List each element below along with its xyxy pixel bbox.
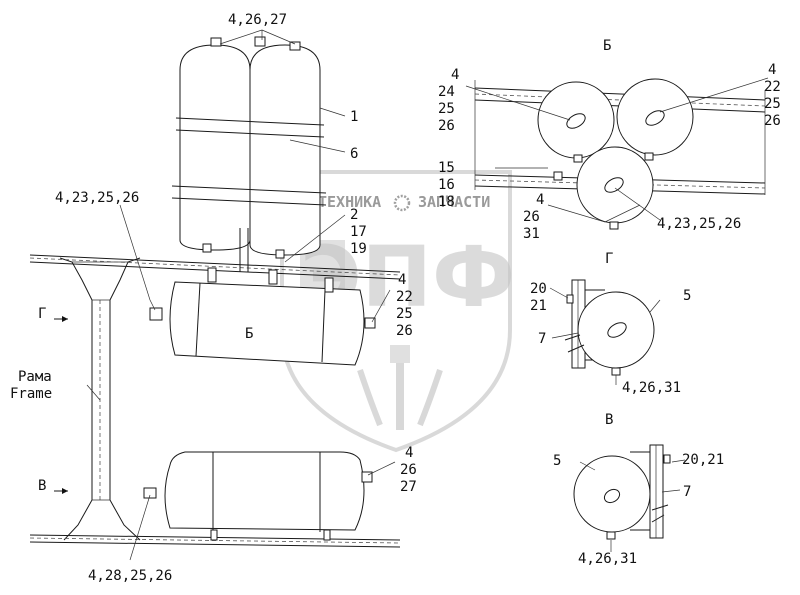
view-b-mid-15: 15: [438, 160, 455, 176]
label-mid-25: 25: [396, 306, 413, 322]
view-b-right-4: 4: [768, 62, 776, 78]
view-v-bottom-callout: 4,26,31: [578, 551, 637, 567]
view-b-right-26: 26: [764, 113, 781, 129]
view-b-low-4: 4: [536, 192, 544, 208]
view-v-right-callout: 20,21: [682, 452, 724, 468]
view-g-title: Г: [605, 251, 613, 267]
label-mid-4: 4: [398, 272, 406, 288]
view-v-drawing: [573, 444, 686, 552]
label-left-upper: 4,23,25,26: [55, 190, 139, 206]
frame-crossmember: [59, 257, 141, 541]
view-arrow-v: [54, 488, 68, 494]
label-view-g-arrow: Г: [38, 306, 46, 322]
view-b-low-26: 26: [523, 209, 540, 225]
label-mid-26: 26: [396, 323, 413, 339]
label-bottom-callout: 4,28,25,26: [88, 568, 172, 584]
view-b-title: Б: [603, 38, 611, 54]
view-b-mid-16: 16: [438, 177, 455, 193]
vertical-tank-pair: [171, 36, 327, 272]
view-arrow-g: [54, 316, 68, 322]
view-b-drawing: [465, 77, 769, 230]
view-v-title: В: [605, 412, 613, 428]
view-g-label-21: 21: [530, 298, 547, 314]
view-g-bottom-callout: 4,26,31: [622, 380, 681, 396]
leader-lines-main: [86, 29, 396, 561]
view-b-mid-18: 18: [438, 194, 455, 210]
label-item-19: 19: [350, 241, 367, 257]
label-low-26: 26: [400, 462, 417, 478]
horizontal-tank-lower: [143, 451, 373, 541]
watermark-text-left: ТЕХНИКА: [318, 193, 381, 211]
view-b-right-25: 25: [764, 96, 781, 112]
view-b-right-22: 22: [764, 79, 781, 95]
view-b-bottom-callout: 4,23,25,26: [657, 216, 741, 232]
label-band-6: 6: [350, 146, 358, 162]
view-v-label-5: 5: [553, 453, 561, 469]
view-g-label-20: 20: [530, 281, 547, 297]
view-v-label-7: 7: [683, 484, 691, 500]
label-top-callout: 4,26,27: [228, 12, 287, 28]
label-low-4: 4: [405, 445, 413, 461]
view-b-left-4: 4: [451, 67, 459, 83]
view-b-low-31: 31: [523, 226, 540, 242]
label-item-2: 2: [350, 207, 358, 223]
view-b-left-24: 24: [438, 84, 455, 100]
label-mid-22: 22: [396, 289, 413, 305]
label-frame-ru: Рама: [18, 369, 52, 385]
label-view-b-mark: Б: [245, 326, 253, 342]
watermark-gear-icon: [393, 194, 411, 212]
view-g-label-7: 7: [538, 331, 546, 347]
watermark-wheat-icon: [357, 345, 443, 430]
label-low-27: 27: [400, 479, 417, 495]
watermark-text-right: ЗАПЧАСТИ: [418, 193, 490, 211]
label-item-17: 17: [350, 224, 367, 240]
label-frame-en: Frame: [10, 386, 52, 402]
view-g-label-5: 5: [683, 288, 691, 304]
view-g-drawing: [549, 279, 661, 385]
view-b-left-25: 25: [438, 101, 455, 117]
horizontal-tank-upper: [149, 267, 376, 366]
view-b-left-26: 26: [438, 118, 455, 134]
label-view-v-arrow: В: [38, 478, 46, 494]
label-tank-1: 1: [350, 109, 358, 125]
